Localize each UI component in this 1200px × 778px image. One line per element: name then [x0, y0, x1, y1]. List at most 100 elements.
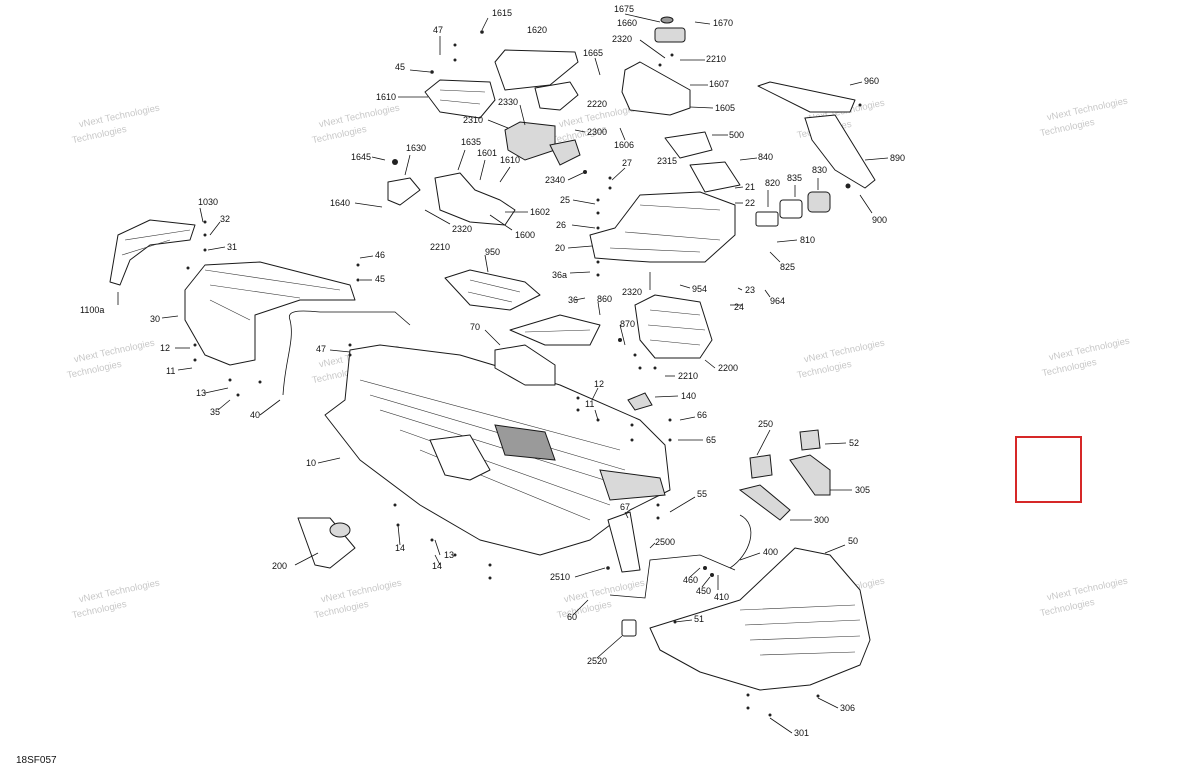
callout-label: 50 — [848, 536, 858, 546]
callout-label: 12 — [594, 379, 604, 389]
callout-label: 1606 — [614, 140, 634, 150]
callout-label: 66 — [697, 410, 707, 420]
callout-label: 870 — [620, 319, 635, 329]
callout-label: 835 — [787, 173, 802, 183]
callout-label: 1630 — [406, 143, 426, 153]
leader-lines — [117, 13, 889, 734]
callout-label: 140 — [681, 391, 696, 401]
callout-label: 35 — [210, 407, 220, 417]
callout-label: 2315 — [657, 156, 677, 166]
fasteners — [186, 30, 862, 717]
callout-label: 306 — [840, 703, 855, 713]
callout-label: 10 — [306, 458, 316, 468]
callout-label: 2310 — [463, 115, 483, 125]
callout-label: 13 — [444, 550, 454, 560]
callout-label: 60 — [567, 612, 577, 622]
part-side-panel-30 — [184, 261, 356, 366]
callout-label: 1030 — [198, 197, 218, 207]
callout-label: 11 — [166, 366, 175, 376]
callout-label: 2320 — [452, 224, 472, 234]
callout-label: 1675 — [614, 4, 634, 14]
callout-label: 1610 — [500, 155, 520, 165]
callout-label: 55 — [697, 489, 707, 499]
callout-label: 47 — [316, 344, 326, 354]
callout-label: 51 — [694, 614, 704, 624]
callout-label: 36a — [552, 270, 567, 280]
callout-label: 2210 — [678, 371, 698, 381]
callout-label: 960 — [864, 76, 879, 86]
callout-label: 1100a — [80, 305, 104, 315]
selection-highlight-box — [1015, 436, 1082, 503]
callout-label: 810 — [800, 235, 815, 245]
callout-label: 31 — [227, 242, 237, 252]
callout-label: 2300 — [587, 127, 607, 137]
callout-label: 25 — [560, 195, 570, 205]
callout-label: 22 — [745, 198, 755, 208]
callout-label: 26 — [556, 220, 566, 230]
callout-label: 860 — [597, 294, 612, 304]
callout-label: 1607 — [709, 79, 729, 89]
callout-label: 1670 — [713, 18, 733, 28]
callout-label: 301 — [794, 728, 809, 738]
callout-label: 200 — [272, 561, 287, 571]
callout-label: 2520 — [587, 656, 607, 666]
callout-label: 1605 — [715, 103, 735, 113]
callout-label: 1615 — [492, 8, 512, 18]
callout-label: 47 — [433, 25, 443, 35]
callout-label: 900 — [872, 215, 887, 225]
callout-label: 1660 — [617, 18, 637, 28]
part-deck-body — [324, 344, 671, 556]
callout-label: 410 — [714, 592, 729, 602]
callout-label: 67 — [620, 502, 630, 512]
callout-label: 300 — [814, 515, 829, 525]
callout-label: 825 — [780, 262, 795, 272]
callout-label: 400 — [763, 547, 778, 557]
callout-label: 2320 — [622, 287, 642, 297]
part-nose-1030 — [109, 219, 196, 286]
callout-label: 2320 — [612, 34, 632, 44]
part-glovebox-1600 — [434, 172, 516, 226]
callout-label: 21 — [745, 182, 755, 192]
callout-label: 2210 — [706, 54, 726, 64]
part-tank-2200 — [634, 294, 713, 359]
callout-label: 1620 — [527, 25, 547, 35]
callout-label: 890 — [890, 153, 905, 163]
callout-label: 2200 — [718, 363, 738, 373]
callout-label: 45 — [395, 62, 405, 72]
callout-label: 1602 — [530, 207, 550, 217]
callout-label: 954 — [692, 284, 707, 294]
callout-label: 1600 — [515, 230, 535, 240]
callout-label: 23 — [745, 285, 755, 295]
callout-label: 460 — [683, 575, 698, 585]
callout-label: 1645 — [351, 152, 371, 162]
callout-label: 30 — [150, 314, 160, 324]
callout-label: 1610 — [376, 92, 396, 102]
callout-label: 1601 — [477, 148, 497, 158]
callout-label: 1665 — [583, 48, 603, 58]
callout-label: 2330 — [498, 97, 518, 107]
callout-label: 2500 — [655, 537, 675, 547]
callout-label: 950 — [485, 247, 500, 257]
callout-label: 2220 — [587, 99, 607, 109]
parts-layer — [109, 16, 876, 691]
callout-label: 11 — [585, 399, 594, 409]
callout-label: 14 — [395, 543, 405, 553]
callout-label: 2210 — [430, 242, 450, 252]
callout-label: 27 — [622, 158, 632, 168]
callout-label: 70 — [470, 322, 480, 332]
callout-label: 1640 — [330, 198, 350, 208]
callout-label: 20 — [555, 243, 565, 253]
callout-label: 36 — [568, 295, 578, 305]
callout-label: 450 — [696, 586, 711, 596]
callout-label: 820 — [765, 178, 780, 188]
callout-label: 2340 — [545, 175, 565, 185]
callout-label: 1635 — [461, 137, 481, 147]
callout-label: 250 — [758, 419, 773, 429]
part-rear-platform-50 — [649, 547, 871, 691]
callout-label: 12 — [160, 343, 170, 353]
part-console-20 — [589, 191, 736, 263]
callout-label: 45 — [375, 274, 385, 284]
callout-labels: 1615 1620 47 45 1610 1675 1660 1670 2320… — [80, 4, 905, 738]
callout-label: 14 — [432, 561, 442, 571]
